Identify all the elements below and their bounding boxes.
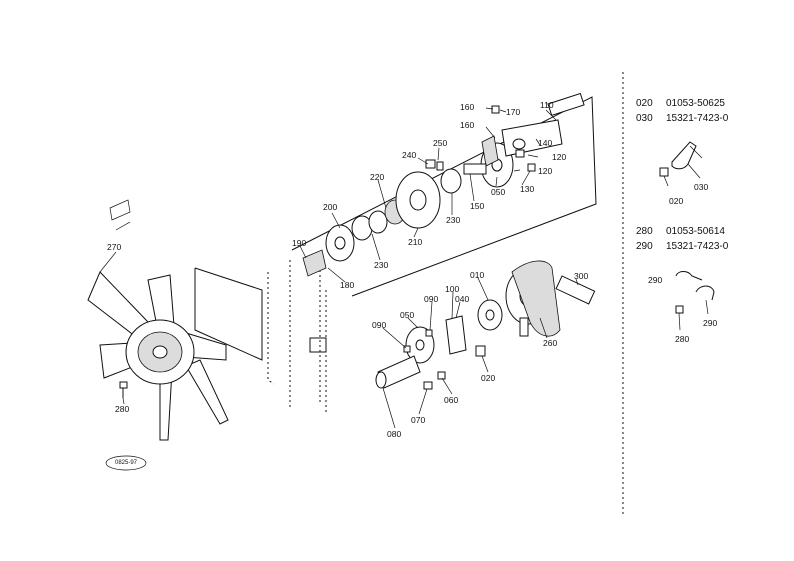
fan-assembly — [87, 199, 229, 441]
flange-050-lower — [403, 326, 435, 364]
callout-080: 080 — [387, 429, 401, 439]
pulley-010 — [477, 299, 503, 331]
inset-bracket-2: 290 290 280 — [648, 271, 717, 344]
shaft-080 — [375, 355, 421, 389]
inset-callout-030: 030 — [694, 182, 708, 192]
stamp-text: 0825-97 — [114, 460, 138, 466]
ref-number: 020 — [636, 98, 653, 109]
callout-110: 110 — [540, 100, 554, 110]
bolts-060-070 — [423, 371, 446, 390]
callout-240: 240 — [402, 150, 416, 160]
inset-callout-280: 280 — [675, 334, 689, 344]
callout-280-fan: 280 — [115, 404, 129, 414]
part-number: 15321-7423-0 — [666, 113, 729, 124]
callout-010: 010 — [470, 270, 484, 280]
parts-list-row: 020 01053-50625 — [636, 96, 728, 111]
callout-260: 260 — [543, 338, 557, 348]
callout-300: 300 — [574, 271, 588, 281]
callout-040: 040 — [455, 294, 469, 304]
inset-callout-290-a: 290 — [648, 275, 662, 285]
bearing-stack — [302, 159, 462, 277]
inset-callout-290-b: 290 — [703, 318, 717, 328]
callout-230-upper: 230 — [446, 215, 460, 225]
callout-020: 020 — [481, 373, 495, 383]
bracket-040 — [445, 315, 486, 357]
callout-120-b: 120 — [538, 166, 552, 176]
inset-callout-020: 020 — [669, 196, 683, 206]
callout-270: 270 — [107, 242, 121, 252]
callout-250: 250 — [433, 138, 447, 148]
callout-labels: 110 160 170 160 140 250 240 120 120 130 … — [107, 100, 588, 439]
tension-plate — [491, 92, 585, 172]
part-number: 01053-50625 — [666, 98, 725, 109]
callout-160-top: 160 — [460, 102, 474, 112]
callout-210: 210 — [408, 237, 422, 247]
ref-number: 290 — [636, 241, 653, 252]
parts-list-group-2: 280 01053-50614 290 15321-7423-0 — [636, 224, 728, 254]
callout-050-lower: 050 — [400, 310, 414, 320]
parts-list-row: 280 01053-50614 — [636, 224, 728, 239]
alternator-body — [505, 260, 596, 337]
bracket-050-upper — [463, 135, 514, 188]
parts-list-row: 030 15321-7423-0 — [636, 111, 728, 126]
callout-170: 170 — [506, 107, 520, 117]
inset-bracket-1: 020 030 — [659, 141, 708, 206]
callout-230-lower: 230 — [374, 260, 388, 270]
leader-lines — [99, 107, 579, 429]
callout-190: 190 — [292, 238, 306, 248]
part-number: 15321-7423-0 — [666, 241, 729, 252]
callout-070: 070 — [411, 415, 425, 425]
callout-150: 150 — [470, 201, 484, 211]
callout-060: 060 — [444, 395, 458, 405]
callout-090-b: 090 — [372, 320, 386, 330]
drawing-stamp — [105, 455, 147, 471]
callout-100: 100 — [445, 284, 459, 294]
part-number: 01053-50614 — [666, 226, 725, 237]
engine-block-outline — [194, 260, 327, 412]
callout-090-a: 090 — [424, 294, 438, 304]
callout-120-a: 120 — [552, 152, 566, 162]
upper-assembly-panel — [291, 96, 597, 297]
callout-180: 180 — [340, 280, 354, 290]
bolt-280 — [119, 381, 128, 398]
callout-050-upper: 050 — [491, 187, 505, 197]
callout-140: 140 — [538, 138, 552, 148]
ref-number: 280 — [636, 226, 653, 237]
callout-130: 130 — [520, 184, 534, 194]
ref-number: 030 — [636, 113, 653, 124]
callout-200: 200 — [323, 202, 337, 212]
parts-list-group-1: 020 01053-50625 030 15321-7423-0 — [636, 96, 728, 126]
callout-160: 160 — [460, 120, 474, 130]
parts-list-row: 290 15321-7423-0 — [636, 239, 728, 254]
callout-220: 220 — [370, 172, 384, 182]
